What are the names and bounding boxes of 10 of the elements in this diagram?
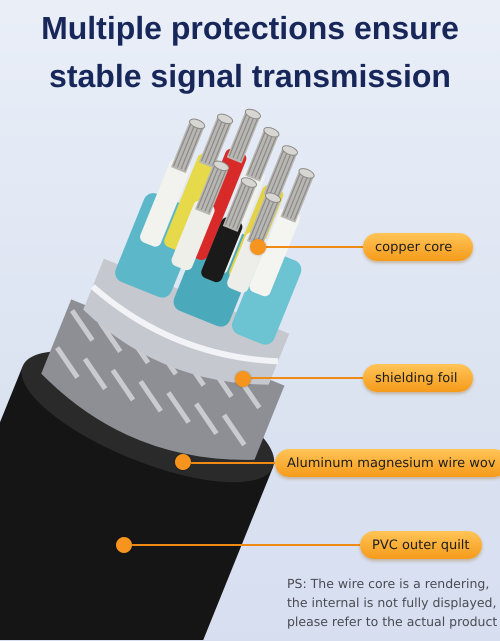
callout-label: copper core [363,233,473,261]
leader-line [266,246,363,248]
callout-label: PVC outer quilt [360,531,482,559]
title: Multiple protections ensure stable signal transmission [40,9,460,96]
disclaimer-note: PS: The wire core is a rendering, the internal is not fully displayed, please refer to the actual product [287,575,498,631]
leader-line [251,377,363,379]
callout-label: Aluminum magnesium wire wov [275,449,500,477]
leader-line [132,544,360,546]
leader-line [191,462,275,464]
callout-label: shielding foil [363,364,473,392]
